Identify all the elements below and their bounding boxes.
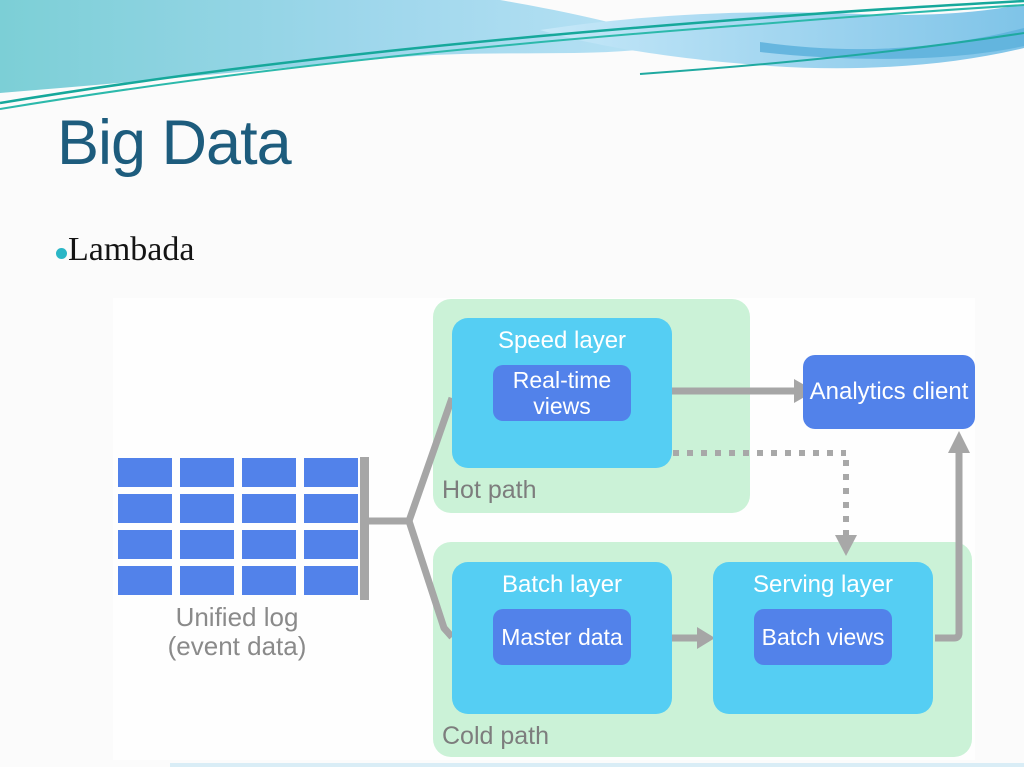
serving-layer-box: Serving layer Batch views bbox=[713, 562, 933, 714]
unified-log-label-line2: (event data) bbox=[167, 631, 307, 661]
diagram-connectors bbox=[360, 379, 970, 649]
analytics-client-box: Analytics client bbox=[803, 355, 975, 429]
speed-layer-box: Speed layer Real-time views bbox=[452, 318, 672, 468]
batch-layer-title: Batch layer bbox=[501, 571, 623, 598]
unified-log-grid bbox=[118, 458, 358, 595]
header-wave-decoration bbox=[0, 0, 1024, 110]
bullet-item: Lambada bbox=[56, 231, 195, 269]
batch-layer-box: Batch layer Master data bbox=[452, 562, 672, 714]
log-grid-cell bbox=[304, 494, 358, 523]
log-grid-cell bbox=[242, 530, 296, 559]
fork-down-line bbox=[405, 519, 455, 640]
serving-to-analytics-arrow bbox=[935, 452, 963, 642]
log-grid-cell bbox=[242, 494, 296, 523]
wave-shape-streak bbox=[760, 28, 1024, 59]
speed-layer-title: Speed layer bbox=[497, 327, 627, 354]
log-grid-cell bbox=[180, 458, 234, 487]
batch-views-box: Batch views bbox=[754, 609, 892, 665]
wave-shape-left bbox=[0, 0, 680, 93]
bottom-edge-strip bbox=[170, 763, 1024, 767]
log-grid-cell bbox=[242, 458, 296, 487]
log-grid-cell bbox=[304, 458, 358, 487]
serving-layer-title: Serving layer bbox=[752, 571, 894, 598]
log-grid-cell bbox=[118, 530, 172, 559]
log-grid-cell bbox=[118, 566, 172, 595]
unified-log-label-line1: Unified log bbox=[175, 602, 299, 632]
hot-path-label: Hot path bbox=[442, 476, 537, 504]
speed-to-serving-dotted-arrowhead bbox=[835, 535, 857, 556]
log-grid-cell bbox=[180, 494, 234, 523]
real-time-views-box: Real-time views bbox=[493, 365, 631, 421]
bullet-item-label: Lambada bbox=[68, 231, 195, 268]
page-title: Big Data bbox=[57, 108, 292, 178]
log-grid-cell bbox=[304, 566, 358, 595]
log-grid-cell bbox=[118, 458, 172, 487]
cold-path-label: Cold path bbox=[442, 722, 550, 750]
log-grid-cell bbox=[242, 566, 296, 595]
bullet-dot-icon bbox=[56, 247, 67, 259]
master-data-box: Master data bbox=[493, 609, 631, 665]
fork-up-line bbox=[405, 396, 456, 523]
log-grid-cell bbox=[118, 494, 172, 523]
unified-log-label: Unified log (event data) bbox=[113, 603, 361, 661]
serving-to-analytics-arrowhead bbox=[948, 431, 970, 453]
log-grid-cell bbox=[180, 530, 234, 559]
wave-line-2 bbox=[0, 4, 1024, 110]
wave-line-3 bbox=[639, 32, 1024, 75]
lambda-architecture-diagram: Unified log (event data) Speed layer Rea… bbox=[113, 298, 975, 760]
log-grid-cell bbox=[304, 530, 358, 559]
batch-to-serving-arrowhead bbox=[697, 627, 715, 649]
wave-line-1 bbox=[0, 0, 1024, 105]
log-grid-cell bbox=[180, 566, 234, 595]
